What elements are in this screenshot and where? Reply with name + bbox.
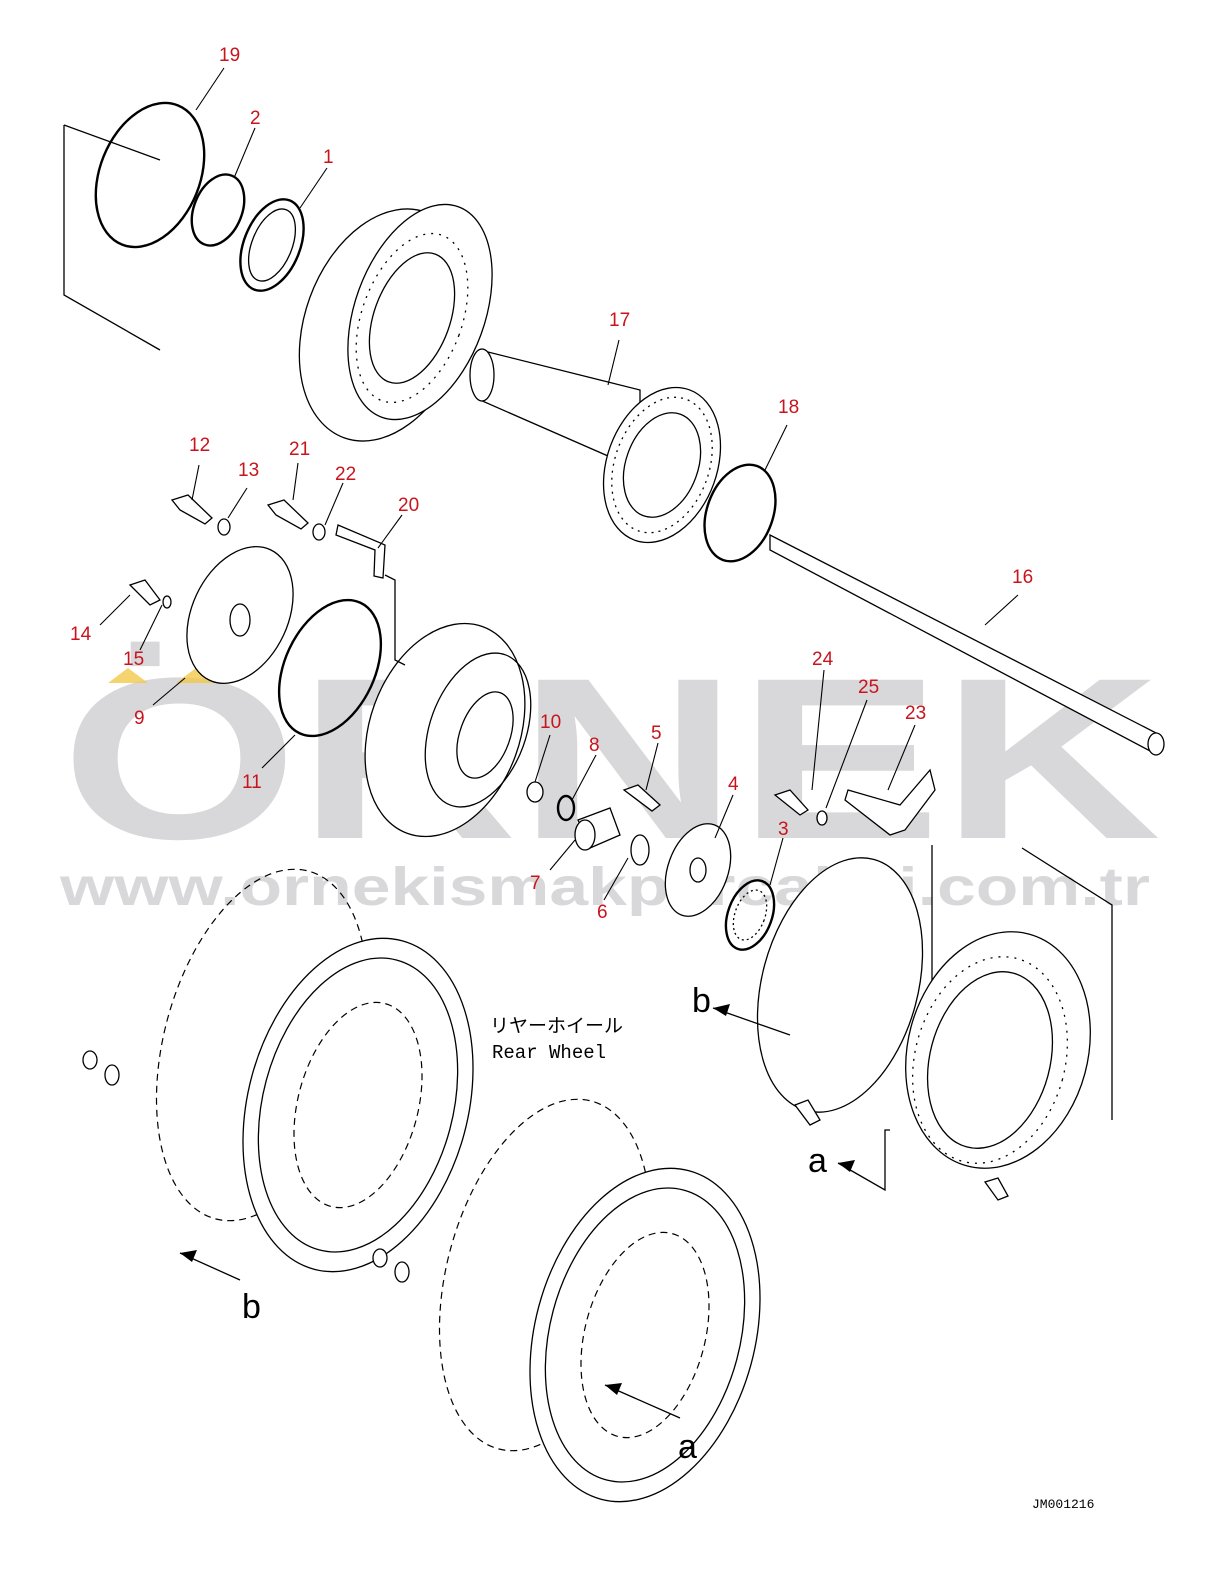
- callout-5: 5: [651, 723, 662, 744]
- plug-10: [526, 781, 544, 803]
- callout-8: 8: [589, 735, 600, 756]
- seal-1: [239, 198, 305, 292]
- o-ring-19: [94, 101, 206, 249]
- washer-22: [312, 523, 326, 541]
- view-letter-a-wheel: a: [678, 1428, 697, 1466]
- callout-14: 14: [70, 624, 92, 645]
- callout-labels: 19 2 1 17 18 16 12 13 21 22 20 14 15 9 1…: [70, 45, 1033, 923]
- washer-15: [162, 595, 172, 609]
- callout-24: 24: [812, 649, 834, 670]
- rear-wheel-label-jp: リヤーホイール: [490, 1016, 623, 1038]
- callout-12: 12: [189, 435, 210, 456]
- leader-lines: [99, 67, 1019, 901]
- snap-ring-8: [556, 794, 576, 822]
- callout-19: 19: [219, 45, 240, 66]
- callout-2: 2: [250, 108, 261, 129]
- callout-18: 18: [778, 397, 799, 418]
- callout-20: 20: [398, 495, 419, 516]
- bracket-20: [335, 524, 386, 579]
- spindle-flange: [602, 386, 722, 544]
- wheel-washer-lower: [394, 1261, 410, 1283]
- hub-assembly: [756, 845, 1113, 1201]
- view-letter-a-hub: a: [808, 1142, 827, 1180]
- hub-bolt-lower: [983, 1177, 1009, 1201]
- rear-wheel-upper: [82, 868, 474, 1273]
- callout-22: 22: [335, 464, 356, 485]
- view-arrows: b a b a: [179, 982, 890, 1466]
- wheel-washer: [104, 1064, 120, 1086]
- spindle-assembly: [469, 348, 1165, 756]
- top-assembly: [63, 101, 493, 442]
- disc-4: [664, 823, 732, 917]
- rear-wheel-lower: [372, 1098, 761, 1503]
- bolt-14: [128, 579, 161, 606]
- callout-10: 10: [540, 712, 561, 733]
- o-ring-2: [190, 173, 246, 247]
- view-letter-b-wheel: b: [242, 1288, 261, 1326]
- lock-plate-3: [724, 879, 776, 951]
- callout-13: 13: [238, 460, 259, 481]
- plate-9: [186, 546, 294, 684]
- washer-13: [217, 518, 231, 536]
- watermark-accent-icon: [108, 668, 216, 683]
- hub-bolt: [793, 1099, 821, 1126]
- bolt-5: [622, 784, 662, 812]
- washer-25: [816, 810, 828, 826]
- callout-21: 21: [289, 439, 310, 460]
- callout-1: 1: [323, 147, 334, 168]
- sensor-bracket-23: [844, 768, 936, 836]
- bolt-21: [266, 499, 309, 530]
- callout-7: 7: [530, 873, 541, 894]
- drawing-code: JM001216: [1032, 1497, 1094, 1512]
- o-ring-11: [277, 598, 383, 738]
- view-letter-b-hub: b: [692, 982, 711, 1020]
- wheel-nut-lower: [372, 1248, 388, 1268]
- callout-15: 15: [123, 649, 144, 670]
- rear-wheel-label-en: Rear Wheel: [492, 1042, 606, 1064]
- callout-25: 25: [858, 677, 879, 698]
- bolt-24: [773, 789, 810, 816]
- callout-23: 23: [905, 703, 926, 724]
- callout-16: 16: [1012, 567, 1033, 588]
- bolt-12: [170, 494, 213, 525]
- callout-4: 4: [728, 774, 739, 795]
- middle-right-parts: [526, 768, 936, 951]
- callout-11: 11: [242, 772, 262, 793]
- middle-left-group: [128, 494, 532, 838]
- bearing-6: [630, 834, 650, 866]
- o-ring-18: [703, 463, 777, 563]
- callout-9: 9: [134, 708, 145, 729]
- callout-6: 6: [597, 902, 608, 923]
- wheel-nut: [82, 1050, 98, 1070]
- callout-17: 17: [609, 310, 630, 331]
- watermark-url: www.ornekismakparcalari.com.tr: [59, 857, 1150, 917]
- watermark: ÖRNEK www.ornekismakparcalari.com.tr: [59, 630, 1161, 917]
- callout-3: 3: [778, 819, 789, 840]
- brake-drum: [364, 622, 532, 838]
- hub-carrier: [298, 203, 493, 442]
